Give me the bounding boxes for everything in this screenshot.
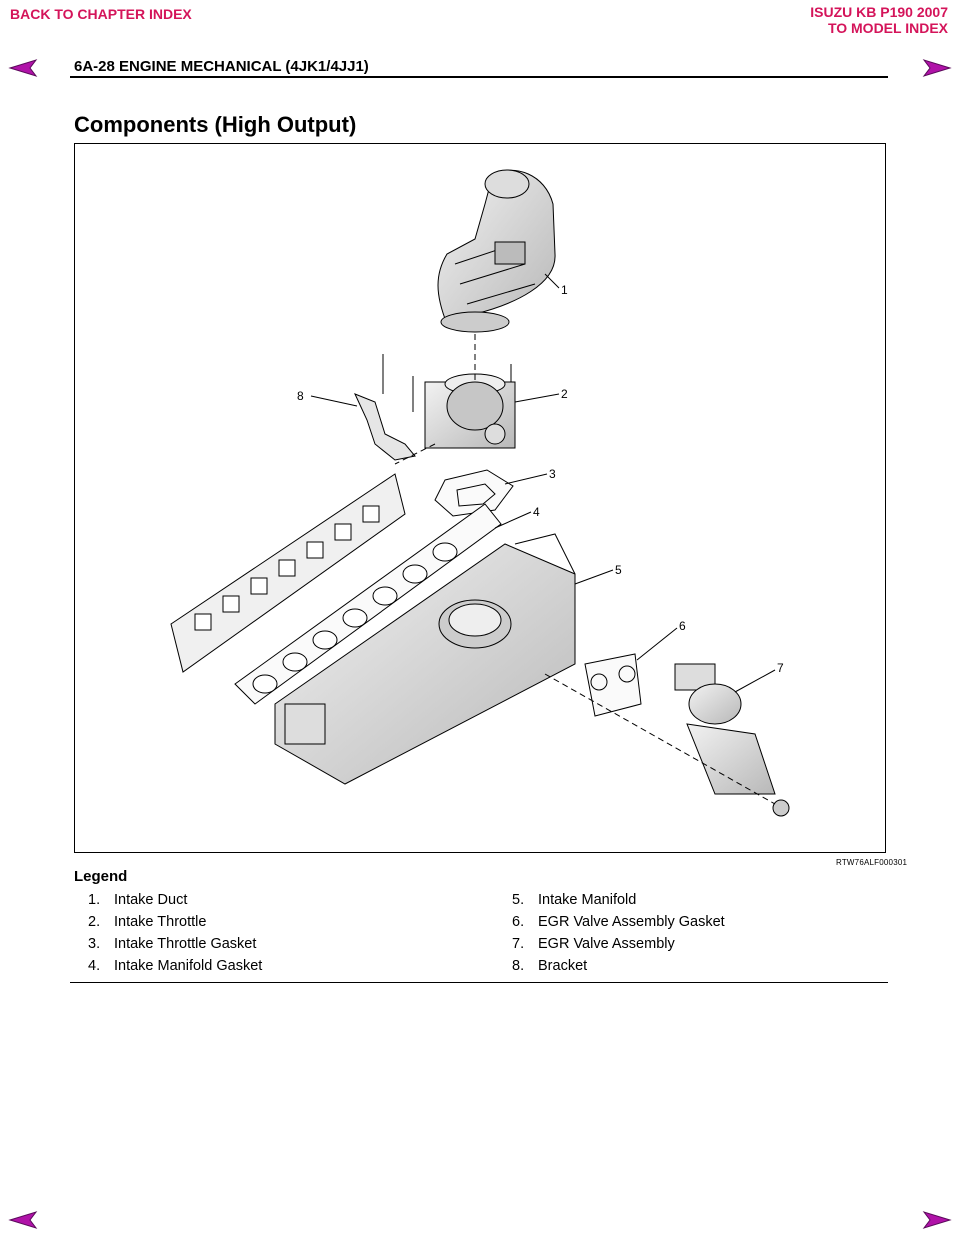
legend-number: 1. [88,892,101,908]
callout-8: 8 [297,389,304,403]
legend-number: 6. [512,914,525,930]
prev-page-arrow-icon[interactable] [8,58,38,78]
legend-label: Intake Throttle [114,914,207,930]
legend-label: EGR Valve Assembly [538,936,675,952]
components-illustration: 1 2 3 4 5 6 7 8 [170,169,790,817]
legend-number: 3. [88,936,101,952]
prev-page-arrow-bottom-icon[interactable] [8,1210,38,1230]
callout-2: 2 [561,387,568,401]
section-title: Components (High Output) [74,112,357,137]
callout-6: 6 [679,619,686,633]
egr-valve-drawing [674,663,790,817]
egr-gasket-drawing [584,653,642,717]
callout-3: 3 [549,467,556,481]
callout-7: 7 [777,661,784,675]
legend-item: 6. EGR Valve Assembly Gasket [512,914,725,936]
throttle-gasket-drawing [434,469,514,517]
footer-divider [70,982,888,983]
legend-item: 3. Intake Throttle Gasket [88,936,262,958]
legend-label: EGR Valve Assembly Gasket [538,914,725,930]
back-to-chapter-index-link[interactable]: BACK TO CHAPTER INDEX [10,6,192,22]
legend-number: 2. [88,914,101,930]
to-model-index-label: TO MODEL INDEX [827,20,948,36]
legend-item: 2. Intake Throttle [88,914,262,936]
legend-label: Intake Manifold Gasket [114,958,263,974]
intake-throttle-drawing [424,373,516,449]
legend-column-right: 5. Intake Manifold 6. EGR Valve Assembly… [512,892,725,980]
to-model-index-link[interactable]: ISUZU KB P190 2007 TO MODEL INDEX [810,4,948,36]
legend-item: 1. Intake Duct [88,892,262,914]
callout-5: 5 [615,563,622,577]
legend-label: Bracket [538,958,588,974]
legend-number: 4. [88,958,101,974]
legend-number: 7. [512,936,525,952]
exploded-view-figure: 1 2 3 4 5 6 7 8 [74,143,886,853]
intake-manifold-drawing [274,533,576,785]
legend-number: 5. [512,892,525,908]
next-page-arrow-bottom-icon[interactable] [922,1210,952,1230]
intake-duct-drawing [437,169,556,333]
legend-item: 8. Bracket [512,958,725,980]
next-page-arrow-icon[interactable] [922,58,952,78]
header-divider [70,76,888,78]
callout-1: 1 [561,283,568,297]
model-name-label: ISUZU KB P190 2007 [810,4,948,20]
legend-item: 5. Intake Manifold [512,892,725,914]
legend-number: 8. [512,958,525,974]
figure-code: RTW76ALF000301 [836,858,908,867]
legend-item: 7. EGR Valve Assembly [512,936,725,958]
legend-column-left: 1. Intake Duct 2. Intake Throttle 3. Int… [88,892,262,980]
legend-title: Legend [74,868,128,885]
legend-label: Intake Throttle Gasket [114,936,257,952]
callout-4: 4 [533,505,540,519]
legend-label: Intake Manifold [538,892,637,908]
legend-label: Intake Duct [114,892,188,908]
legend-item: 4. Intake Manifold Gasket [88,958,262,980]
page-header: 6A-28 ENGINE MECHANICAL (4JK1/4JJ1) [74,58,369,75]
